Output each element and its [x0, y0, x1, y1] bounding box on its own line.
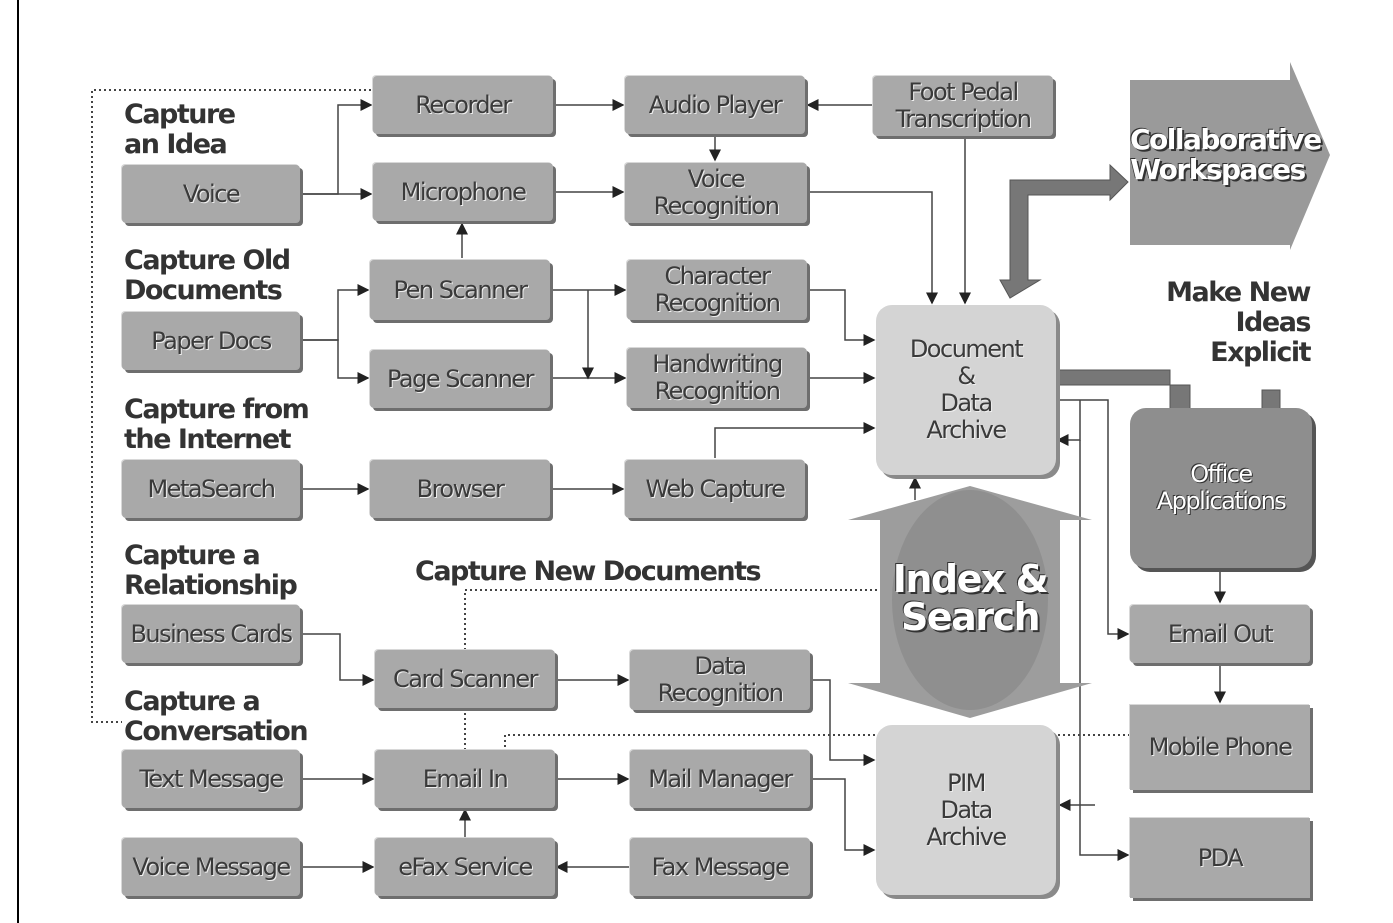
document-data-archive: Document & Data Archive [876, 305, 1056, 475]
page-border [17, 0, 19, 923]
section-capture-idea: Capture an Idea [124, 99, 236, 160]
collaborative-workspaces-label: Collaborative Workspaces [1130, 123, 1322, 186]
text-message-box: Text Message [122, 750, 300, 808]
web-capture-box: Web Capture [625, 460, 805, 518]
fax-message-box: Fax Message [630, 838, 810, 896]
character-recognition-box: Character Recognition [627, 260, 807, 320]
microphone-box: Microphone [373, 163, 553, 221]
section-capture-old-docs: Capture Old Documents [124, 245, 291, 306]
data-recognition-box: Data Recognition [630, 650, 810, 710]
metasearch-box: MetaSearch [122, 460, 300, 518]
section-capture-internet: Capture from the Internet [124, 394, 310, 455]
foot-pedal-box: Foot Pedal Transcription [873, 76, 1053, 136]
browser-box: Browser [370, 460, 550, 518]
voice-recognition-box: Voice Recognition [625, 163, 807, 223]
handwriting-recognition-box: Handwriting Recognition [627, 348, 807, 408]
section-capture-new-docs: Capture New Documents [415, 556, 762, 587]
mobile-phone-box: Mobile Phone [1130, 705, 1310, 790]
email-in-box: Email In [375, 750, 555, 808]
section-capture-conversation: Capture a Conversation [124, 686, 309, 747]
pen-scanner-box: Pen Scanner [370, 260, 550, 320]
voice-message-box: Voice Message [122, 838, 300, 896]
card-scanner-box: Card Scanner [375, 650, 555, 708]
office-applications: Office Applications [1130, 408, 1312, 568]
voice-box: Voice [122, 165, 300, 223]
page-scanner-box: Page Scanner [370, 350, 550, 408]
index-search-label: Index & Search [892, 557, 1049, 639]
section-capture-relationship: Capture a Relationship [124, 540, 298, 601]
pda-box: PDA [1130, 818, 1310, 898]
audio-player-box: Audio Player [625, 76, 805, 134]
recorder-box: Recorder [373, 76, 553, 134]
efax-service-box: eFax Service [375, 838, 555, 896]
mail-manager-box: Mail Manager [630, 750, 810, 808]
pim-data-archive: PIM Data Archive [876, 725, 1056, 895]
email-out-box: Email Out [1130, 605, 1310, 663]
paper-docs-box: Paper Docs [122, 312, 300, 370]
section-make-new-ideas: Make New Ideas Explicit [1166, 277, 1311, 368]
business-cards-box: Business Cards [122, 605, 300, 663]
collaborative-workspaces-arrow [1130, 62, 1330, 250]
